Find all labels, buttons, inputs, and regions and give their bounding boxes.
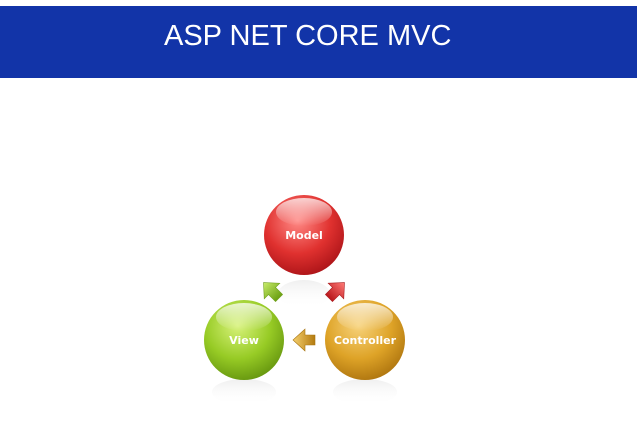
model-node: Model — [264, 195, 344, 275]
view-label: View — [229, 334, 259, 347]
controller-node: Controller — [325, 300, 405, 380]
view-reflection — [212, 379, 276, 405]
arrow-controller-to-model — [324, 282, 345, 303]
model-reflection — [278, 280, 330, 308]
arrow-view-to-model — [263, 282, 284, 303]
page-title: ASP NET CORE MVC — [164, 20, 452, 52]
model-label: Model — [285, 229, 323, 242]
controller-label: Controller — [334, 334, 397, 347]
view-node: View — [204, 300, 284, 380]
controller-reflection — [333, 379, 397, 405]
title-banner: ASP NET CORE MVC — [0, 6, 637, 78]
arrow-controller-to-view — [292, 328, 316, 352]
